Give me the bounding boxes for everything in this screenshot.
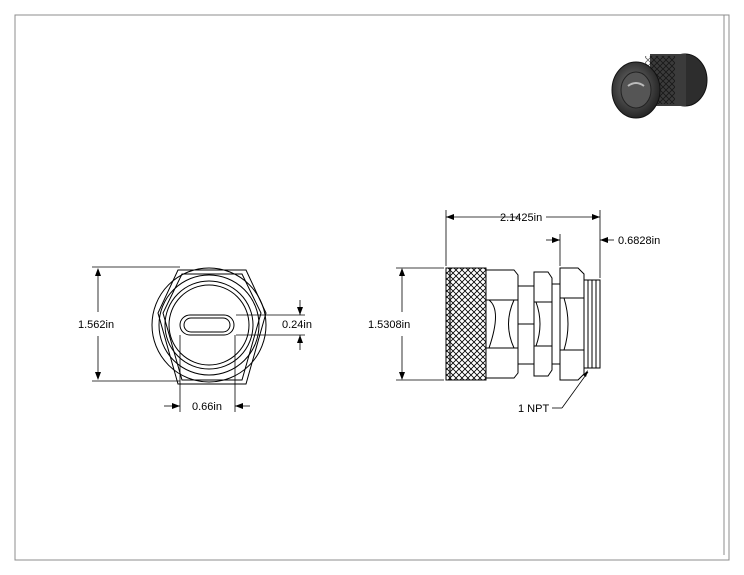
side-dimensions bbox=[396, 210, 614, 409]
sheet-border bbox=[14, 14, 730, 561]
dim-front-height: 1.562in bbox=[78, 319, 114, 331]
dim-slot-width: 0.66in bbox=[192, 401, 222, 413]
front-dimensions bbox=[92, 266, 305, 412]
side-view bbox=[445, 267, 601, 381]
thread-callout: 1 NPT bbox=[518, 403, 549, 415]
dim-thread-length: 0.6828in bbox=[618, 235, 660, 247]
dim-slot-height: 0.24in bbox=[282, 319, 312, 331]
dim-overall-length: 2.1425in bbox=[500, 212, 542, 224]
isometric-render bbox=[611, 53, 708, 119]
front-view bbox=[151, 267, 267, 385]
dim-side-diameter: 1.5308in bbox=[368, 319, 410, 331]
